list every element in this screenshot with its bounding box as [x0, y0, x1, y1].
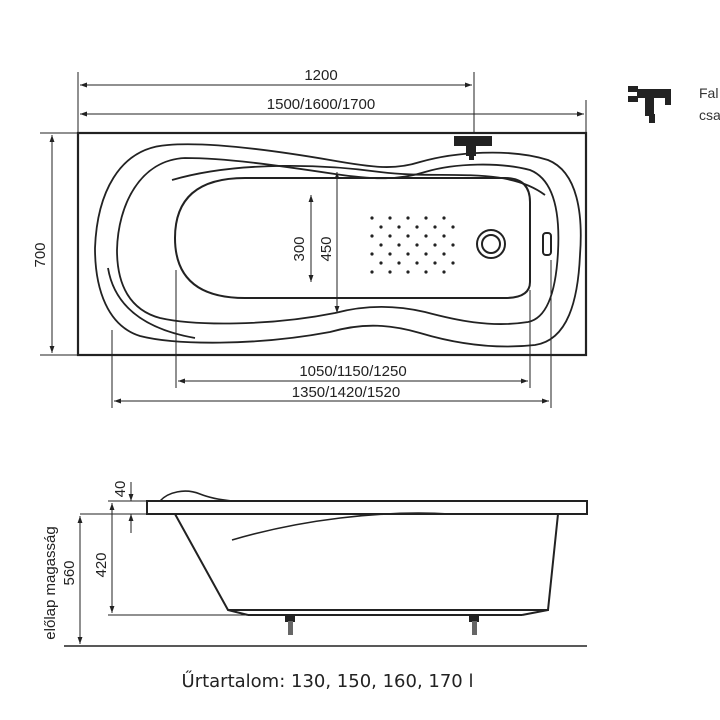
overflow-icon: [542, 232, 552, 256]
side-leg-right: [469, 616, 479, 635]
side-tub-body: [174, 513, 559, 611]
dim-bottom-length-outer: 1350/1420/1520: [292, 384, 400, 401]
dim-outer-length: 1500/1600/1700: [267, 96, 375, 113]
side-rim: [146, 500, 588, 515]
tub-rim-outer: [94, 143, 582, 348]
capacity-label: Űrtartalom: 130, 150, 160, 170 l: [181, 671, 474, 692]
wall-faucet-icon: [628, 86, 671, 123]
dim-width: 700: [32, 242, 49, 267]
side-view: 40 420 560 előlap magasság: [42, 481, 588, 647]
tub-rim-swoosh-lower: [107, 267, 196, 339]
tub-outline-rect: [76, 131, 588, 357]
side-tub-swoosh: [231, 512, 451, 541]
tub-rim-swoosh: [171, 164, 546, 196]
air-jets: [370, 216, 455, 274]
dim-total-height: 560: [61, 560, 78, 585]
dim-basin-width-inner: 300: [291, 236, 308, 261]
side-leg-left: [285, 616, 295, 635]
side-headrest: [159, 490, 233, 502]
basin-bottom: [173, 177, 531, 299]
drain-icon: [476, 229, 506, 259]
faucet-top-icon: [454, 136, 492, 160]
top-view: 1200 1500/1600/1700 700 300 450 1050/115…: [32, 67, 588, 408]
dim-bottom-length-inner: 1050/1150/1250: [299, 363, 406, 380]
legend-line-2: csa: [699, 107, 720, 123]
dim-basin-width-outer: 450: [318, 236, 335, 261]
dim-inner-length: 1200: [304, 67, 337, 84]
legend-line-1: Fal: [699, 85, 719, 101]
dim-rim-thickness: 40: [112, 481, 129, 498]
front-panel-height-label: előlap magasság: [42, 526, 59, 639]
dim-inner-depth: 420: [93, 552, 110, 577]
tub-rim-inner: [116, 157, 560, 325]
